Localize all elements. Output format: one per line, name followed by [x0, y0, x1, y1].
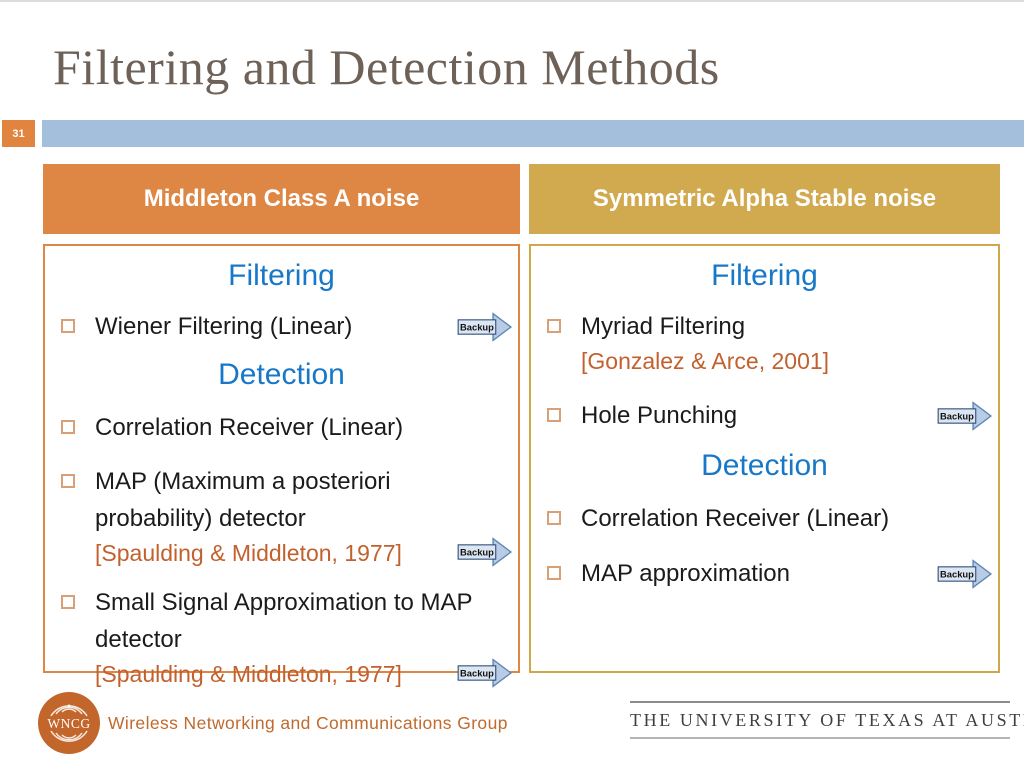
backup-button[interactable]: Backup: [937, 557, 993, 591]
bullet-text: Hole Punching: [581, 402, 738, 429]
logo-circle: [38, 692, 100, 754]
wncg-logo: WNCG: [37, 691, 101, 760]
backup-label-box: [457, 665, 497, 681]
backup-button[interactable]: Backup: [457, 535, 513, 569]
citation-text: [Gonzalez & Arce, 2001]: [581, 348, 830, 374]
citation-text: [Spaulding & Middleton, 1977]: [95, 661, 402, 687]
bullet-text: Wiener Filtering (Linear): [95, 313, 353, 340]
bullet-text: Correlation Receiver (Linear): [95, 414, 404, 441]
title-divider-bar: [42, 120, 1024, 147]
list-item: Small Signal Approximation to MAP detect…: [45, 584, 518, 690]
backup-button[interactable]: Backup: [937, 399, 993, 433]
bullet-square-icon: [61, 420, 75, 434]
backup-button[interactable]: Backup: [457, 310, 513, 344]
backup-button[interactable]: Backup: [457, 656, 513, 690]
list-item: MAP approximation Backup: [531, 555, 998, 592]
bullet-text: MAP approximation: [581, 560, 790, 587]
bullet-square-icon: [61, 595, 75, 609]
column-header-label: Middleton Class A noise: [143, 185, 420, 212]
middleton-content-box: Filtering Wiener Filtering (Linear) Back…: [43, 244, 520, 688]
bullet-text: Small Signal Approximation to MAP detect…: [95, 589, 473, 653]
list-item: Correlation Receiver (Linear): [531, 500, 998, 537]
column-header-label: Symmetric Alpha Stable noise: [592, 185, 937, 212]
backup-label: Backup: [940, 410, 974, 421]
backup-label: Backup: [940, 568, 974, 579]
backup-label-box: [457, 318, 497, 335]
column-header-middleton: Middleton Class A noise: [43, 164, 520, 234]
backup-label: Backup: [460, 321, 494, 332]
slide-number-badge: 31: [2, 120, 35, 147]
backup-label-box: [937, 565, 977, 582]
logo-text: WNCG: [47, 716, 90, 731]
bullet-square-icon: [547, 566, 561, 580]
page-title: Filtering and Detection Methods: [53, 39, 720, 95]
backup-label: Backup: [460, 668, 494, 679]
alpha-stable-content-box: Filtering Myriad Filtering [Gonzalez & A…: [529, 244, 1000, 673]
bullet-square-icon: [547, 319, 561, 333]
section-heading-filtering: Filtering: [711, 259, 818, 292]
section-heading-detection: Detection: [701, 449, 828, 482]
bullet-square-icon: [547, 408, 561, 422]
list-item: MAP (Maximum a posteriori probability) d…: [45, 463, 518, 569]
bullet-text: Correlation Receiver (Linear): [581, 505, 890, 532]
list-item: Correlation Receiver (Linear): [45, 409, 518, 446]
list-item: Myriad Filtering [Gonzalez & Arce, 2001]: [531, 308, 998, 377]
backup-label: Backup: [460, 547, 494, 558]
group-name-text: Wireless Networking and Communications G…: [108, 713, 508, 733]
bullet-square-icon: [61, 474, 75, 488]
list-item: Hole Punching Backup: [531, 397, 998, 434]
bullet-square-icon: [547, 511, 561, 525]
list-item: Wiener Filtering (Linear) Backup: [45, 308, 518, 345]
column-header-alpha-stable: Symmetric Alpha Stable noise: [529, 164, 1000, 234]
citation-text: [Spaulding & Middleton, 1977]: [95, 540, 402, 566]
section-heading-detection: Detection: [218, 358, 345, 391]
backup-label-box: [457, 544, 497, 560]
backup-label-box: [937, 407, 977, 424]
section-heading-filtering: Filtering: [228, 259, 335, 292]
university-wordmark: THE UNIVERSITY OF TEXAS AT AUSTIN: [630, 701, 1024, 739]
bullet-text: Myriad Filtering: [581, 313, 746, 340]
bullet-square-icon: [61, 319, 75, 333]
bullet-text: MAP (Maximum a posteriori probability) d…: [95, 468, 391, 532]
